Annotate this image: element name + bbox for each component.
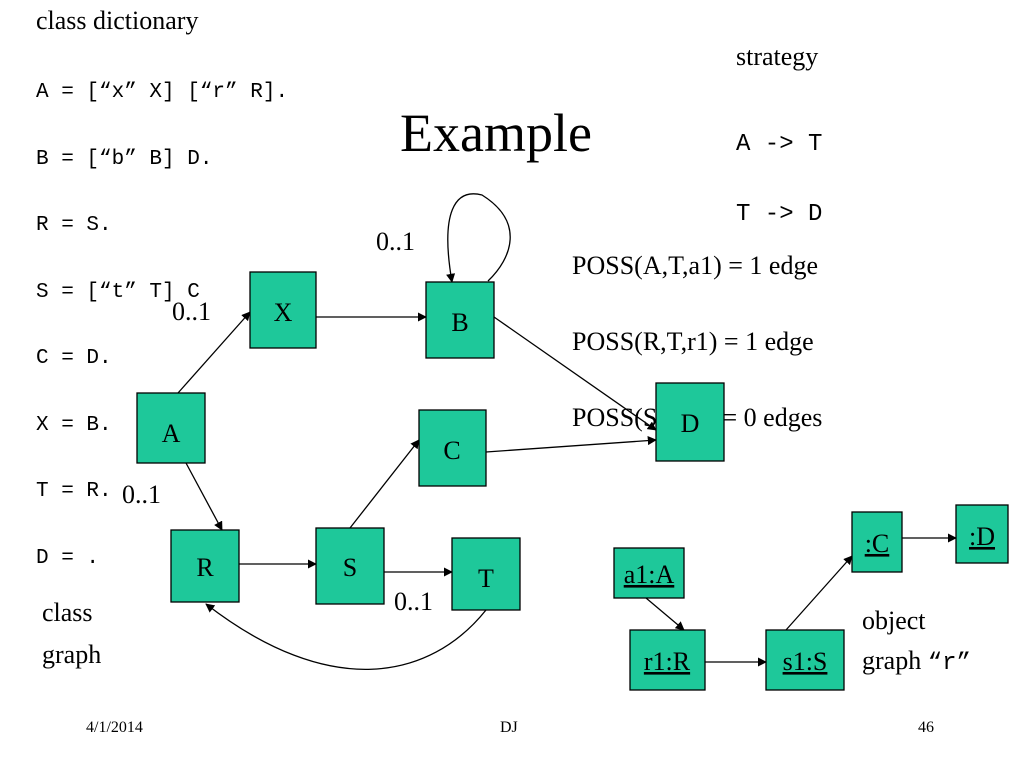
object-node-r1-label: r1:R — [644, 647, 691, 676]
footer-page-number: 46 — [918, 719, 934, 736]
edge-a-x — [177, 311, 251, 394]
node-a: A — [136, 392, 206, 464]
dictionary-line: R = S. — [36, 214, 112, 237]
node-c: C — [418, 409, 487, 487]
node-d-label: D — [681, 409, 700, 438]
node-b: B — [425, 281, 495, 359]
object-node-r1: r1:R — [629, 629, 706, 691]
node-x: X — [249, 271, 317, 349]
dictionary-line: X = B. — [36, 413, 112, 437]
strategy-line: A -> T — [736, 131, 823, 158]
object-node-d: :D — [955, 504, 1009, 564]
footer-date: 4/1/2014 — [86, 719, 143, 736]
node-r: R — [170, 529, 240, 603]
edge-a-r — [185, 462, 223, 531]
object-node-c: :C — [851, 511, 903, 573]
node-r-label: R — [196, 553, 214, 582]
slide-title: Example — [400, 103, 592, 163]
node-s-label: S — [343, 553, 357, 582]
edge-label-a-x: 0..1 — [172, 297, 211, 326]
class-graph-label-line1: class — [42, 598, 93, 627]
edge-b-self — [446, 193, 511, 283]
node-d: D — [655, 382, 725, 462]
object-node-s1: s1:S — [765, 629, 845, 691]
poss-line: POSS(A,T,a1) = 1 edge — [572, 251, 818, 280]
object-node-s1-label: s1:S — [783, 647, 828, 676]
class-dictionary-title: class dictionary — [36, 6, 199, 35]
strategy-list: A -> T T -> D — [736, 92, 822, 268]
poss-line: POSS(R,T,r1) = 1 edge — [572, 327, 814, 356]
object-graph-label-text: graph — [862, 646, 928, 675]
strategy-line: T -> D — [736, 201, 823, 228]
node-b-label: B — [451, 308, 468, 337]
object-node-d-label: :D — [969, 522, 995, 551]
dictionary-line: T = R. — [36, 480, 112, 503]
edge-a1-r1 — [645, 597, 685, 631]
node-t-label: T — [478, 564, 494, 593]
dictionary-line: B = [“b” B] D. — [36, 147, 213, 171]
dictionary-line: C = D. — [36, 347, 112, 370]
node-s: S — [315, 527, 385, 605]
dictionary-line: S = [“t” T] C — [36, 280, 200, 304]
edge-label-s-t: 0..1 — [394, 587, 433, 616]
edge-t-r — [205, 603, 487, 671]
object-graph-label-line1: object — [862, 606, 926, 635]
node-c-label: C — [443, 436, 460, 465]
node-x-label: X — [274, 298, 293, 327]
class-dictionary: A = [“x” X] [“r” R]. B = [“b” B] D. R = … — [36, 42, 288, 610]
object-node-a1-label: a1:A — [624, 560, 675, 589]
edge-s-c — [349, 439, 420, 529]
edge-s1-c — [785, 555, 853, 631]
strategy-title: strategy — [736, 42, 819, 71]
edge-label-a-r: 0..1 — [122, 480, 161, 509]
dictionary-line: D = . — [36, 546, 100, 570]
node-t: T — [451, 537, 521, 611]
dictionary-line: A = [“x” X] [“r” R]. — [36, 81, 289, 104]
object-graph-label-line2: graph “r” — [862, 646, 971, 679]
object-node-a1: a1:A — [613, 547, 685, 599]
object-graph-label-code: “r” — [927, 650, 971, 677]
edge-c-d — [485, 436, 657, 453]
node-a-label: A — [162, 419, 181, 448]
edge-b-d — [493, 316, 657, 431]
footer-author: DJ — [500, 719, 518, 736]
edge-label-b-self: 0..1 — [376, 227, 415, 256]
class-graph-label-line2: graph — [42, 640, 102, 669]
object-node-c-label: :C — [865, 529, 890, 558]
